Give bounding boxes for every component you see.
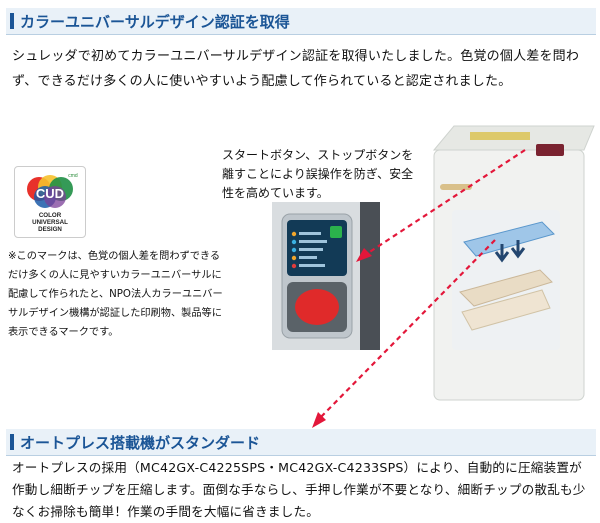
section-title-cud: カラーユニバーサルデザイン認証を取得 — [20, 13, 290, 31]
cud-badge: CUD cmd COLOR UNIVERSAL DESIGN — [14, 166, 86, 238]
cud-line3: DESIGN — [38, 226, 62, 233]
stop-button-icon — [295, 289, 339, 325]
heading-bar — [10, 434, 14, 450]
section-header-autopress: オートプレス搭載機がスタンダード — [6, 429, 596, 456]
cud-line2: UNIVERSAL — [32, 219, 68, 226]
callout-text: スタートボタン、ストップボタンを離すことにより誤操作を防ぎ、安全性を高めています… — [222, 148, 414, 200]
control-panel-image — [272, 202, 380, 350]
heading-bar — [10, 13, 14, 29]
start-button-icon — [330, 226, 342, 238]
section-header-cud: カラーユニバーサルデザイン認証を取得 — [6, 8, 596, 35]
shredder-image — [432, 125, 595, 401]
cud-small-label: cmd — [68, 173, 78, 179]
cud-logo-icon: CUD cmd COLOR UNIVERSAL DESIGN — [27, 173, 78, 233]
cud-line1: COLOR — [39, 212, 62, 219]
autopress-paragraph: オートプレスの採用（MC42GX-C4225SPS・MC42GX-C4233SP… — [12, 460, 586, 519]
cud-note: ※このマークは、色覚の個人差を問わずできるだけ多くの人に見やすいカラーユニバーサ… — [8, 251, 223, 338]
section-title-autopress: オートプレス搭載機がスタンダード — [20, 434, 261, 452]
cud-mark-text: CUD — [36, 186, 64, 201]
intro-paragraph: シュレッダで初めてカラーユニバーサルデザイン認証を取得いたしました。色覚の個人差… — [12, 49, 580, 89]
